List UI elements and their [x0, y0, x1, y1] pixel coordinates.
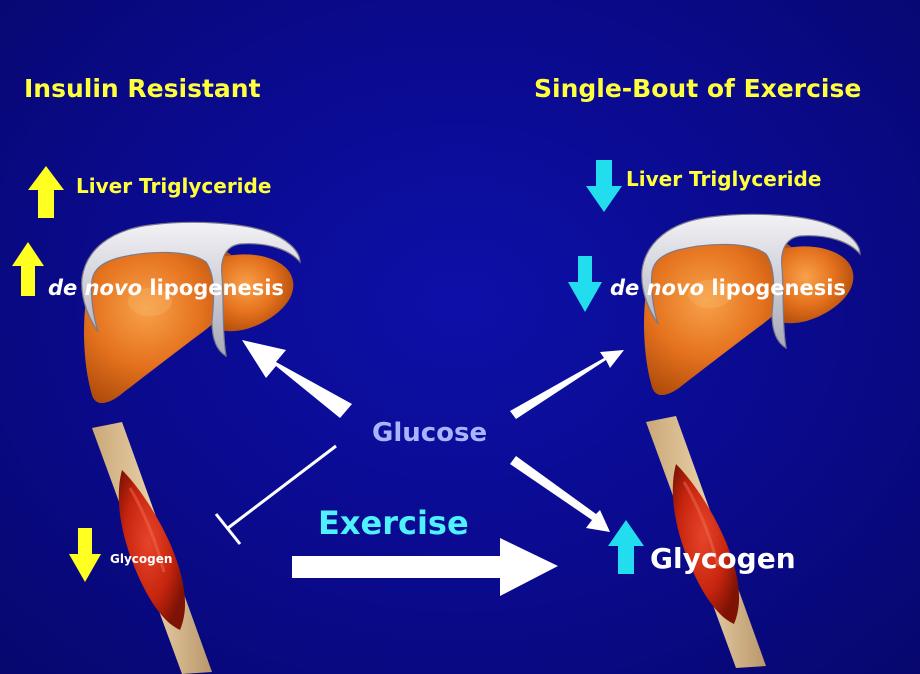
- right-liver: [641, 213, 861, 396]
- left-tg-up-arrow-icon: [28, 166, 64, 218]
- glucose-to-left-muscle-inhibit-icon: [214, 444, 337, 545]
- left-dnl-label: de novo lipogenesis: [48, 276, 284, 300]
- left-panel-heading: Insulin Resistant: [24, 74, 261, 103]
- exercise-arrow-icon: [292, 538, 558, 596]
- glucose-label: Glucose: [372, 418, 488, 448]
- glucose-to-right-liver-arrow-icon: [510, 350, 624, 419]
- left-muscle: [90, 420, 214, 674]
- glucose-to-left-liver-arrow-icon: [242, 340, 352, 418]
- right-liver-triglyceride-label: Liver Triglyceride: [626, 167, 822, 191]
- left-liver-triglyceride-label: Liver Triglyceride: [76, 174, 272, 198]
- glucose-to-right-glycogen-arrow-icon: [510, 456, 610, 532]
- left-dnl-italic: de novo: [48, 276, 143, 300]
- right-dnl-italic: de novo: [610, 276, 705, 300]
- left-glycogen-label: Glycogen: [110, 552, 173, 566]
- right-dnl-label: de novo lipogenesis: [610, 276, 846, 300]
- left-dnl-rest: lipogenesis: [142, 276, 284, 300]
- right-glycogen-up-arrow-icon: [608, 520, 644, 574]
- right-dnl-rest: lipogenesis: [704, 276, 846, 300]
- left-glycogen-down-arrow-icon: [69, 528, 101, 582]
- left-dnl-up-arrow-icon: [12, 242, 44, 296]
- right-glycogen-label: Glycogen: [650, 542, 796, 575]
- exercise-label: Exercise: [318, 504, 469, 542]
- right-panel-heading: Single-Bout of Exercise: [534, 74, 862, 103]
- right-dnl-down-arrow-icon: [568, 256, 602, 312]
- right-tg-down-arrow-icon: [586, 160, 622, 212]
